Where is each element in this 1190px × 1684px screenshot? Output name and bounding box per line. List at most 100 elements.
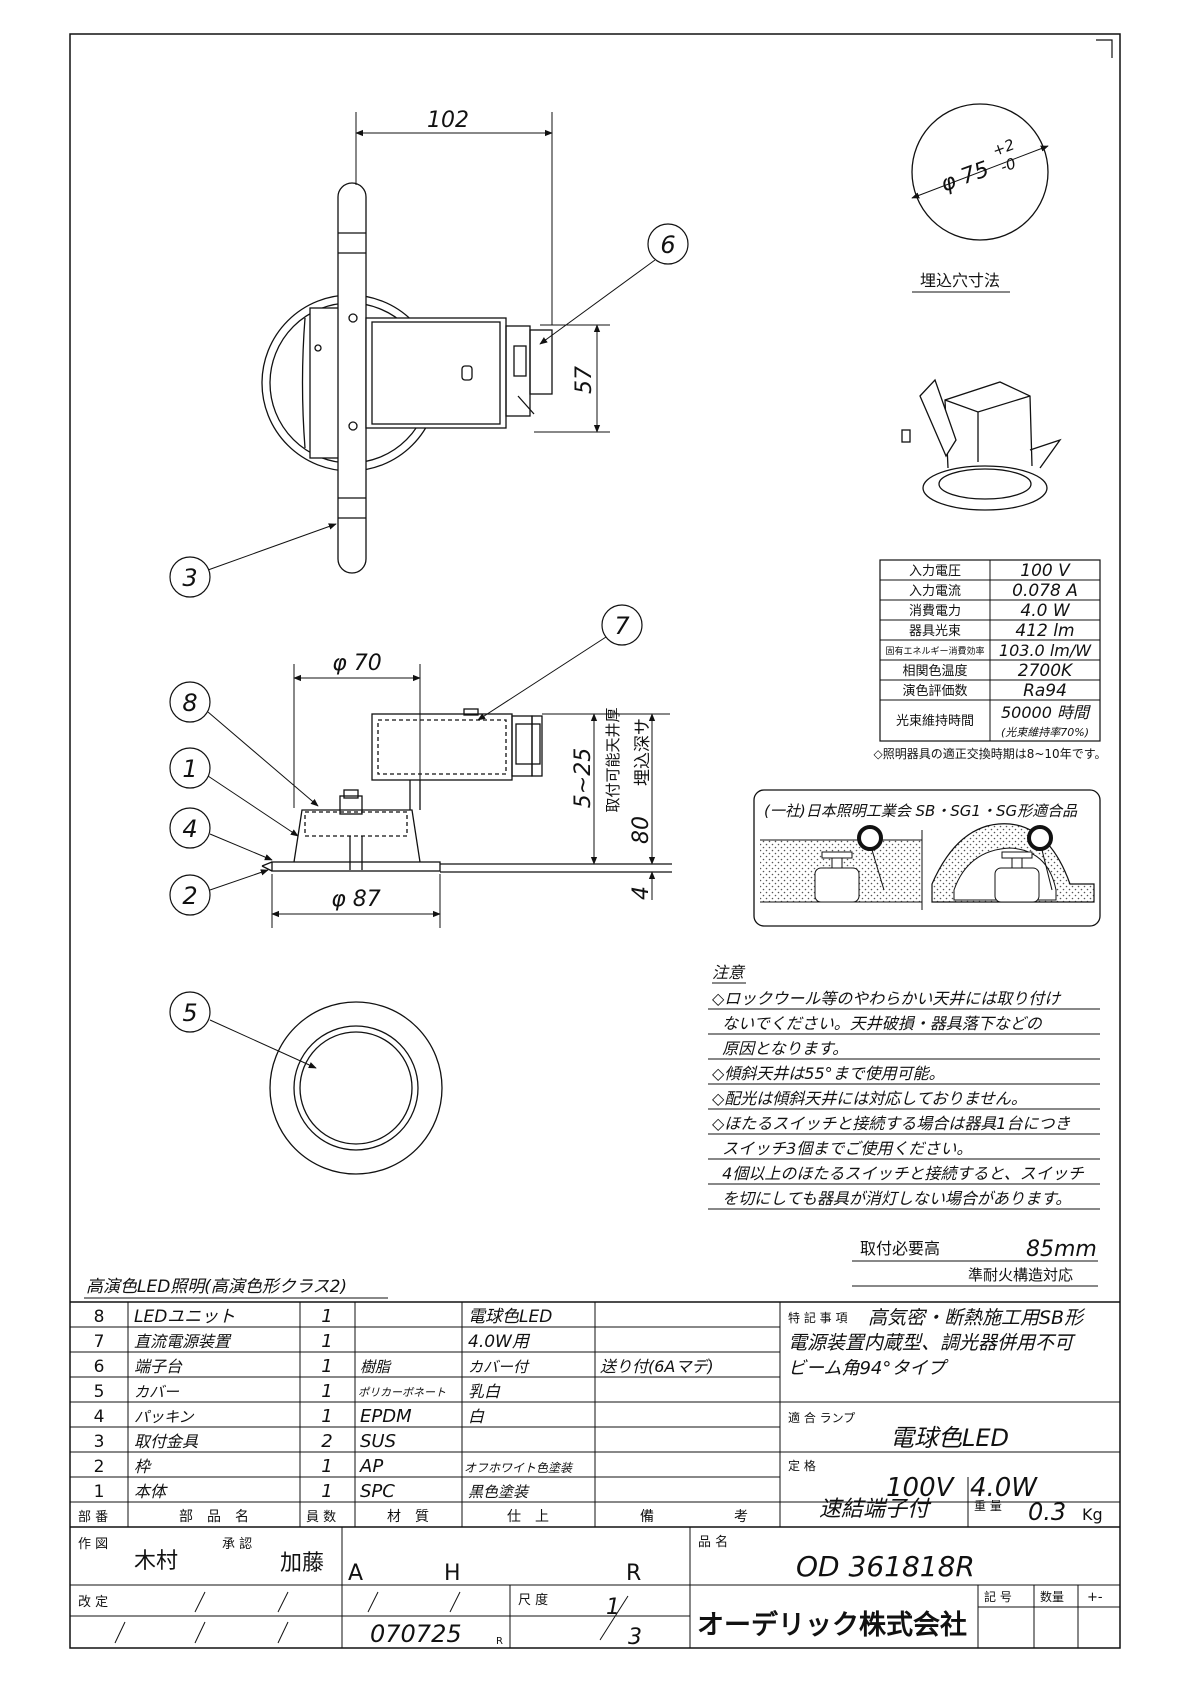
svg-text:2: 2 (94, 1457, 105, 1477)
drawing-date: 070725 (370, 1620, 462, 1648)
jil-title: (一社)日本照明工業会 SB・SG1・SG形適合品 (764, 802, 1078, 820)
svg-text:入力電流: 入力電流 (909, 584, 961, 599)
approved-by: 加藤 (280, 1551, 324, 1576)
svg-text:4: 4 (94, 1407, 105, 1427)
cutout-detail: φ 75 +2 -0 埋込穴寸法 (911, 103, 1049, 293)
notes: 注意 ◇ロックウール等のやわらかい天井には取り付け ないでください。天井破損・器… (708, 963, 1100, 1210)
svg-text:SUS: SUS (360, 1431, 396, 1452)
svg-text:412 lm: 412 lm (1015, 621, 1074, 641)
top-view-dimensions: 102 57 (355, 108, 610, 433)
front-view (269, 1001, 443, 1175)
svg-text:8: 8 (94, 1307, 105, 1327)
weight-value: 0.3 (1028, 1498, 1066, 1526)
svg-text:演色評価数: 演色評価数 (902, 683, 967, 699)
svg-text:8: 8 (182, 689, 197, 717)
svg-text:A: A (348, 1561, 363, 1586)
svg-text:6: 6 (660, 231, 675, 259)
svg-text:入力電圧: 入力電圧 (909, 564, 961, 579)
cutout-tol-minus: -0 (998, 154, 1018, 176)
svg-text:SPC: SPC (360, 1481, 395, 1502)
features-line1: 高気密・断熱施工用SB形 (868, 1307, 1086, 1329)
side-view-dimensions: φ 70 φ 87 5~25 取付可能天井厚 80 埋込深サ 4 (271, 651, 672, 928)
svg-text:改 定: 改 定 (78, 1595, 108, 1610)
title-block: 作 図 木村 承 認 加藤 A H R 品 名 OD 361818R 改 定 0… (70, 1527, 1120, 1650)
svg-text:本体: 本体 (134, 1482, 168, 1501)
mount-value: 85mm (1026, 1237, 1097, 1262)
svg-text:端子台: 端子台 (134, 1357, 183, 1376)
callout-1 (169, 747, 211, 789)
svg-text:パッキン: パッキン (134, 1408, 195, 1426)
lamp-value: 電球色LED (890, 1424, 1009, 1452)
dim-ceiling-thickness-label: 取付可能天井厚 (604, 707, 622, 812)
callout-6 (647, 223, 689, 265)
dim-5-25: 5~25 (571, 748, 596, 808)
svg-text:50000 時間: 50000 時間 (1001, 703, 1091, 722)
scale-den: 3 (628, 1625, 642, 1650)
svg-text:カバー付: カバー付 (468, 1358, 530, 1376)
svg-text:6: 6 (94, 1357, 105, 1377)
svg-text:2700K: 2700K (1018, 661, 1074, 681)
svg-text:1: 1 (182, 755, 197, 783)
svg-text:1: 1 (321, 1331, 332, 1352)
product-title: 高演色LED照明(高演色形クラス2) (86, 1277, 347, 1297)
svg-text:承 認: 承 認 (222, 1536, 252, 1552)
jil-box: (一社)日本照明工業会 SB・SG1・SG形適合品 (753, 789, 1101, 927)
notes-title: 注意 (712, 963, 746, 982)
svg-text:記 号: 記 号 (984, 1589, 1012, 1604)
svg-text:枠: 枠 (134, 1457, 152, 1476)
svg-text:ポリカーボネート: ポリカーボネート (358, 1386, 446, 1399)
cutout-label: 埋込穴寸法 (920, 271, 1000, 290)
perspective-view (901, 378, 1062, 511)
svg-text:消費電力: 消費電力 (909, 604, 961, 619)
svg-text:LEDユニット: LEDユニット (134, 1307, 235, 1327)
svg-text:作 図: 作 図 (78, 1537, 108, 1552)
svg-text:部 番: 部 番 (78, 1510, 108, 1525)
svg-text:R: R (496, 1636, 503, 1647)
svg-text:100 V: 100 V (1020, 561, 1071, 581)
svg-text:◇傾斜天井は55°まで使用可能。: ◇傾斜天井は55°まで使用可能。 (712, 1064, 945, 1083)
svg-text:◇ロックウール等のやわらかい天井には取り付け: ◇ロックウール等のやわらかい天井には取り付け (712, 989, 1062, 1008)
svg-text:材 質: 材 質 (387, 1509, 429, 1525)
svg-text:送り付(6Aマデ): 送り付(6Aマデ) (600, 1357, 714, 1376)
svg-text:4.0 W: 4.0 W (1020, 601, 1070, 621)
svg-text:を切にしても器具が消灯しない場合があります。: を切にしても器具が消灯しない場合があります。 (712, 1189, 1071, 1208)
svg-text:H: H (444, 1561, 461, 1586)
cutout-dia: φ 75 (937, 157, 992, 197)
svg-text:◇配光は傾斜天井には対応しておりません。: ◇配光は傾斜天井には対応しておりません。 (712, 1089, 1027, 1108)
callout-8 (169, 681, 211, 723)
svg-text:4: 4 (182, 815, 197, 843)
weight-unit: Kg (1082, 1505, 1103, 1524)
svg-text:1: 1 (321, 1456, 332, 1477)
svg-text:カバー: カバー (134, 1383, 180, 1401)
svg-text:ないでください。天井破損・器具落下などの: ないでください。天井破損・器具落下などの (712, 1014, 1043, 1033)
svg-text:黒色塗装: 黒色塗装 (468, 1483, 530, 1501)
parts-table: 8 LEDユニット 1 電球色LED 7 直流電源装置 1 4.0W用 6 端子… (70, 1301, 1120, 1528)
features-label: 特 記 事 項 (788, 1310, 847, 1325)
svg-text:+-: +- (1087, 1590, 1103, 1605)
mount-label: 取付必要高 (860, 1239, 940, 1258)
weight-label: 重 量 (974, 1499, 1002, 1513)
callout-3 (169, 556, 211, 598)
svg-text:相関色温度: 相関色温度 (902, 663, 967, 679)
svg-text:原因となります。: 原因となります。 (712, 1039, 848, 1058)
drawn-by: 木村 (134, 1549, 178, 1574)
svg-text:1: 1 (321, 1406, 332, 1427)
svg-text:1: 1 (321, 1306, 332, 1327)
callout-5 (169, 991, 211, 1033)
svg-text:尺 度: 尺 度 (518, 1592, 548, 1608)
svg-text:白: 白 (468, 1407, 485, 1426)
dim-102: 102 (427, 108, 469, 133)
dim-depth-label: 埋込深サ (633, 718, 653, 786)
svg-text:◇ほたるスイッチと接続する場合は器具1台につき: ◇ほたるスイッチと接続する場合は器具1台につき (712, 1114, 1071, 1133)
dim-57: 57 (572, 366, 597, 394)
dim-phi87: φ 87 (331, 887, 381, 912)
svg-text:0.078 A: 0.078 A (1012, 581, 1078, 601)
side-view (261, 708, 672, 873)
rating-value: 100V 4.0W (886, 1473, 1038, 1503)
svg-text:取付金具: 取付金具 (134, 1432, 199, 1451)
svg-text:スイッチ3個までご使用ください。: スイッチ3個までご使用ください。 (712, 1139, 972, 1158)
svg-text:員 数: 員 数 (306, 1510, 336, 1525)
callout-2 (169, 874, 211, 916)
svg-text:5: 5 (182, 999, 197, 1027)
svg-text:備: 備 (640, 1509, 654, 1525)
